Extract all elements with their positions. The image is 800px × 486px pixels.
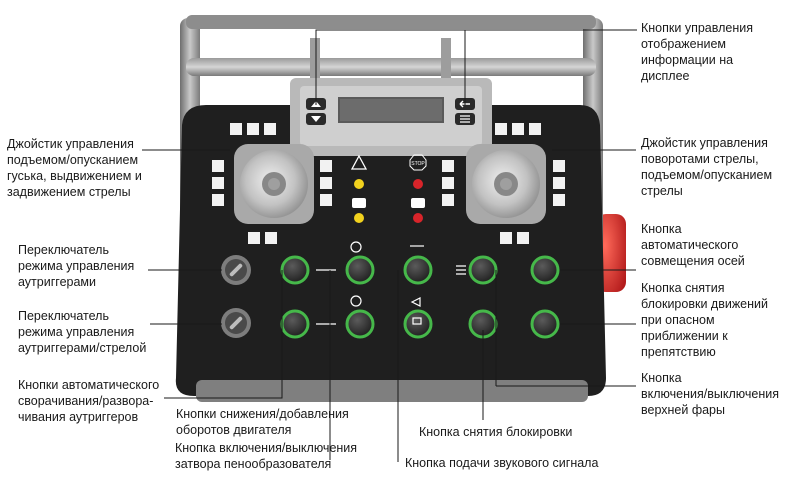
callout-unlock: Кнопка снятия блокировки (419, 425, 573, 439)
engine-rpm-down-button[interactable] (345, 309, 375, 339)
obstacle-unlock-button[interactable] (530, 309, 560, 339)
auto-outrigger-button-2[interactable] (280, 309, 310, 339)
callout-outrigger-boom-switch: Переключатель режима управления аутригге… (18, 309, 147, 355)
callout-foam-valve: Кнопка включения/выключения затвора пено… (175, 441, 358, 471)
horn-icon (410, 297, 421, 307)
warning-icon (350, 154, 368, 170)
horn-button[interactable] (403, 255, 433, 285)
indicator-yellow-2 (354, 213, 364, 223)
stop-sign-icon: STOP (409, 154, 427, 171)
callout-display-buttons: Кнопки управления отображением информаци… (641, 21, 754, 83)
light-icon (456, 265, 466, 275)
emergency-stop-button[interactable] (596, 214, 626, 292)
callout-auto-fold: Кнопки автоматического сворачивания/разв… (18, 378, 160, 424)
auto-outrigger-button-1[interactable] (280, 255, 310, 285)
indicator-red-2 (413, 213, 423, 223)
callout-horn: Кнопка подачи звукового сигнала (405, 456, 599, 470)
top-light-button[interactable] (468, 255, 498, 285)
callout-joystick-left: Джойстик управления подъемом/опусканием … (7, 137, 142, 199)
callout-engine-rpm: Кнопки снижения/добавления оборотов двиг… (176, 407, 349, 437)
engine-rpm-up-button[interactable] (345, 255, 375, 285)
display-down-button[interactable] (306, 113, 326, 125)
indicator-yellow-1 (354, 179, 364, 189)
svg-text:STOP: STOP (411, 161, 425, 167)
engine-icon (350, 241, 362, 253)
button-icons (316, 241, 466, 325)
outrigger-boom-mode-switch[interactable] (221, 308, 251, 338)
joystick-symbols (212, 123, 565, 244)
left-joystick[interactable] (234, 144, 314, 224)
indicator-red-1 (413, 179, 423, 189)
menu-icon (460, 115, 470, 123)
outrigger-mode-switch[interactable] (221, 255, 251, 285)
display-module (290, 78, 492, 156)
callout-outrigger-switch: Переключатель режима управления аутригге… (18, 243, 135, 289)
right-joystick[interactable] (466, 144, 546, 224)
callout-joystick-right: Джойстик управления поворотами стрелы, п… (641, 136, 773, 198)
lock-icon (412, 317, 422, 325)
auto-axis-button[interactable] (530, 255, 560, 285)
signal-icon (411, 198, 425, 208)
callout-unlock-obstacle: Кнопка снятия блокировки движений при оп… (641, 281, 769, 359)
callout-top-light: Кнопка включения/выключения верхней фары (641, 371, 779, 417)
arrow-down-icon (311, 116, 321, 122)
leader-lines (142, 29, 637, 462)
engine-icon (350, 295, 362, 307)
battery-icon (352, 198, 366, 208)
callout-auto-axis: Кнопка автоматического совмещения осей (641, 222, 745, 268)
display-menu-button[interactable] (455, 113, 475, 125)
